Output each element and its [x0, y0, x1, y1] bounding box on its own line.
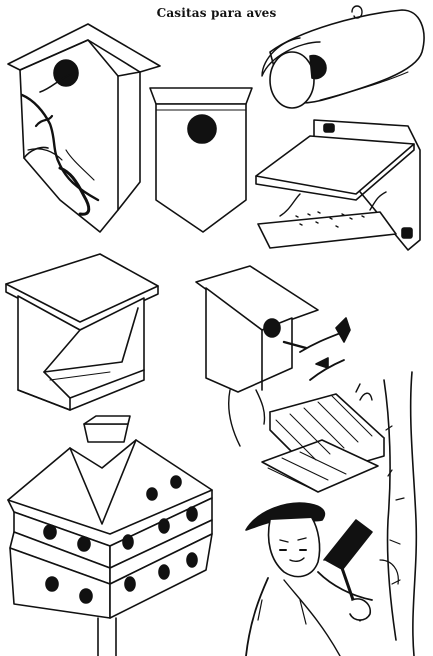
z-shaped-feeder — [6, 254, 158, 410]
log-birdhouse — [262, 6, 424, 108]
birdhouse-on-branch — [8, 24, 160, 232]
man-with-axe — [246, 503, 398, 656]
wall-feeder — [256, 120, 420, 250]
martin-house — [8, 416, 212, 656]
pointed-birdhouse — [150, 88, 252, 232]
